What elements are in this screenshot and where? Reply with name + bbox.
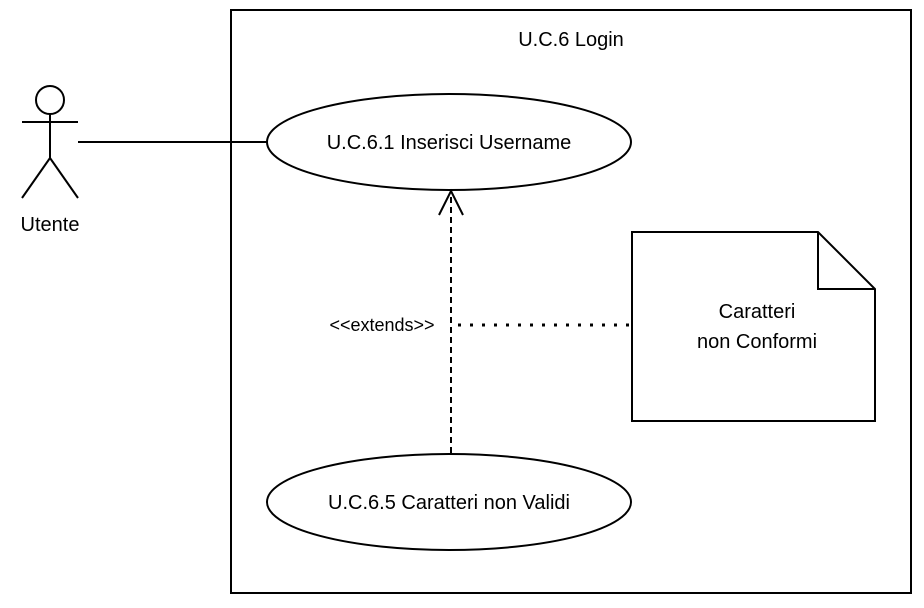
note-text-line2: non Conformi <box>697 331 817 353</box>
actor-left-leg <box>21 157 51 199</box>
use-case-main <box>266 93 632 191</box>
note-fold-icon <box>817 232 875 290</box>
actor-head <box>35 85 65 115</box>
system-title: U.C.6 Login <box>518 29 624 51</box>
actor-label: Utente <box>21 214 80 236</box>
use-case-main-label: U.C.6.1 Inserisci Username <box>327 132 572 154</box>
note-body <box>631 231 876 422</box>
use-case-extension <box>266 453 632 551</box>
note-text-line1: Caratteri <box>719 301 796 323</box>
actor-right-leg <box>49 157 79 199</box>
note-caratteri-non-conformi: Caratteri non Conformi <box>631 231 876 422</box>
extends-arrowhead-icon <box>438 188 464 216</box>
use-case-extension-label: U.C.6.5 Caratteri non Validi <box>328 492 570 514</box>
actor-utente <box>21 85 79 199</box>
extends-stereotype-label: <<extends>> <box>329 315 434 335</box>
